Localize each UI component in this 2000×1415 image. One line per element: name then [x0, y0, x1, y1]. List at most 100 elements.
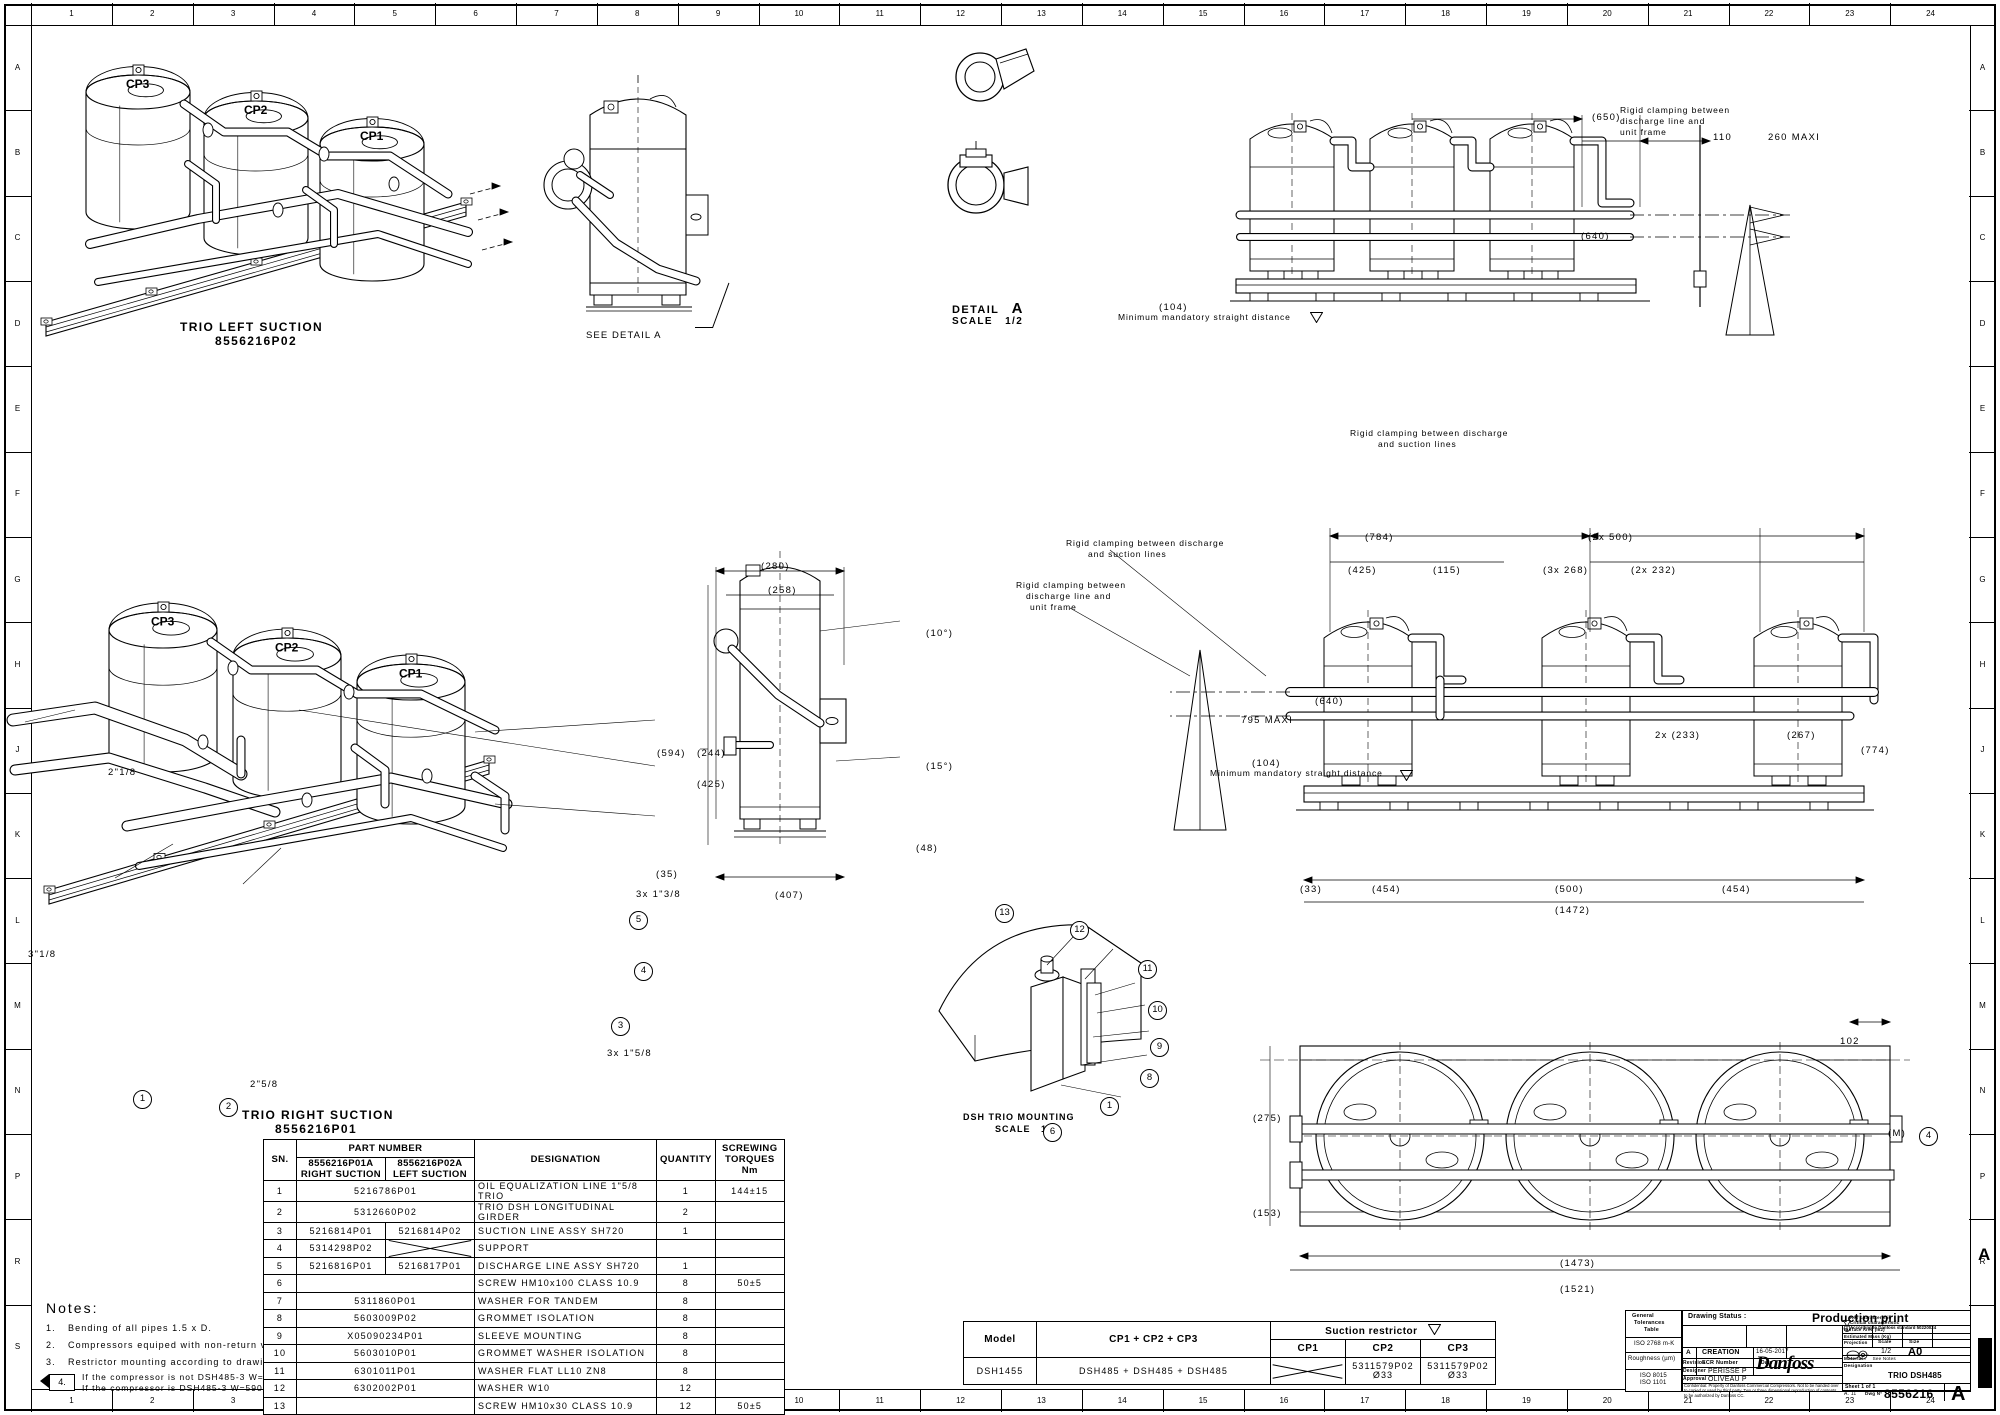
- drawing-path: [185, 161, 219, 223]
- zone-col-23: 23: [1845, 9, 1855, 18]
- detail-a-label: DETAIL A: [952, 300, 1024, 317]
- drawing-path: [1838, 634, 1878, 704]
- drawing-path: [1588, 532, 1599, 540]
- drawing-path: [1626, 634, 1684, 684]
- cell-quantity: 8: [656, 1344, 716, 1363]
- balloon-item-11[interactable]: 11: [1138, 960, 1157, 979]
- zone-tick: [1647, 3, 1649, 25]
- drawing-rect: [661, 294, 681, 306]
- drawing-ellipse: [1343, 1103, 1377, 1121]
- cell-part-number: 5216786P01: [296, 1179, 475, 1202]
- zone-row-J: J: [15, 745, 20, 755]
- cell-designation: SUPPORT: [474, 1239, 657, 1258]
- zone-row-K: K: [1979, 830, 1986, 840]
- zone-row-S: S: [1979, 1342, 1986, 1352]
- drawing-ellipse: [43, 319, 49, 324]
- cell-part-right: 5216816P01: [296, 1256, 386, 1275]
- zone-tick: [1162, 1390, 1164, 1412]
- zone-tick: [1969, 963, 1996, 965]
- drawing-rect: [1529, 801, 1549, 811]
- drawing-path: [1573, 115, 1584, 123]
- balloon-item-9[interactable]: 9: [1150, 1038, 1169, 1057]
- tb-vdiv3: [1746, 1325, 1747, 1347]
- zone-tick: [1809, 1390, 1811, 1412]
- drawing-ellipse: [690, 213, 702, 221]
- drawing-path: [835, 873, 846, 881]
- zone-tick: [1969, 195, 1996, 197]
- drawing-path: [1030, 976, 1064, 1092]
- dim-110: 110: [1713, 132, 1733, 143]
- balloon-item-13[interactable]: 13: [995, 904, 1014, 923]
- zone-row-G: G: [1979, 574, 1986, 584]
- drawing-line: [1109, 549, 1267, 677]
- dim-3x268: (3x 268): [1543, 565, 1589, 576]
- zone-col-2: 2: [150, 1396, 155, 1405]
- zone-tick: [1969, 280, 1996, 282]
- balloon-plan-4[interactable]: 4: [1919, 1127, 1938, 1146]
- zone-row-B: B: [14, 147, 21, 157]
- zone-col-8: 8: [635, 9, 640, 18]
- balloon-item-6[interactable]: 6: [1043, 1123, 1062, 1142]
- drawing-rect: [1595, 775, 1615, 786]
- critical-characteristic-icon: [1843, 1319, 1851, 1337]
- zone-col-21: 21: [1683, 9, 1693, 18]
- drawing-ellipse: [152, 620, 190, 636]
- balloon-item-3[interactable]: 3: [611, 1017, 630, 1036]
- zone-col-22: 22: [1764, 1396, 1774, 1405]
- balloon-item-1[interactable]: 1: [1100, 1097, 1119, 1116]
- drawing-path: [1298, 1252, 1309, 1260]
- zone-col-14: 14: [1117, 9, 1127, 18]
- drawing-path: [1330, 137, 1374, 171]
- balloon-item-2[interactable]: 2: [219, 1098, 238, 1117]
- zone-tick: [1969, 707, 1996, 709]
- zone-col-22: 22: [1764, 9, 1774, 18]
- estimated-mass-label: Estimated Mass (Kg): [1844, 1334, 1891, 1339]
- drawing-path: [499, 208, 510, 216]
- drawing-path: [1749, 206, 1785, 224]
- drawing-path: [714, 567, 725, 575]
- zone-row-P: P: [14, 1171, 21, 1181]
- drawing-rect: [593, 294, 613, 306]
- col-left-pn: 8556216P02A: [397, 1157, 463, 1169]
- drawing-ellipse: [1416, 123, 1423, 130]
- note-4-line1: If the compressor is not DSH485-3 W=573: [82, 1372, 281, 1382]
- balloon-item-4[interactable]: 4: [634, 962, 653, 981]
- cell-torque: 50±5: [714, 1396, 785, 1415]
- zone-tick: [1969, 878, 1996, 880]
- cell-designation: WASHER W10: [474, 1379, 657, 1398]
- tb-div3: [1626, 1369, 1682, 1370]
- cell-part-right: 5314298P02: [296, 1239, 386, 1258]
- cell-cp3: 5311579P02 Ø33: [1420, 1357, 1496, 1385]
- zone-col-16: 16: [1279, 9, 1289, 18]
- dim-795maxi: 795 MAXI: [1241, 715, 1294, 726]
- view-detail-a: [930, 45, 1060, 275]
- balloon-item-12[interactable]: 12: [1070, 921, 1089, 940]
- drawing-ellipse: [463, 199, 469, 204]
- material-row: Material : See Notes: [1844, 1356, 1896, 1361]
- dim-650: (650): [1592, 112, 1621, 123]
- balloon-item-10[interactable]: 10: [1148, 1001, 1167, 1020]
- balloon-item-5[interactable]: 5: [629, 911, 648, 930]
- dim-15deg: (15°): [926, 761, 954, 772]
- drawing-line: [24, 709, 76, 723]
- dim-267: (267): [1787, 730, 1816, 741]
- cell-sn: 8: [263, 1309, 297, 1328]
- balloon-item-8[interactable]: 8: [1140, 1069, 1159, 1088]
- dim-48: (48): [916, 843, 939, 854]
- dim-104-br: (104): [1252, 758, 1281, 769]
- drawing-path: [1385, 616, 1410, 632]
- drawing-rect: [1579, 292, 1599, 302]
- balloon-item-1[interactable]: 1: [133, 1090, 152, 1109]
- drawing-ellipse: [825, 717, 839, 725]
- zone-tick: [192, 3, 194, 25]
- zone-row-A: A: [14, 62, 21, 72]
- zone-row-C: C: [14, 233, 21, 243]
- drawing-path: [471, 772, 509, 834]
- drawing-ellipse: [1507, 127, 1533, 139]
- zone-tick: [516, 3, 517, 25]
- cell-quantity: 8: [656, 1274, 716, 1293]
- tolerances-title: General: [1632, 1313, 1654, 1319]
- drawing-path: [85, 92, 191, 230]
- drawing-path: [1881, 1252, 1892, 1260]
- drawing-ellipse: [245, 109, 282, 124]
